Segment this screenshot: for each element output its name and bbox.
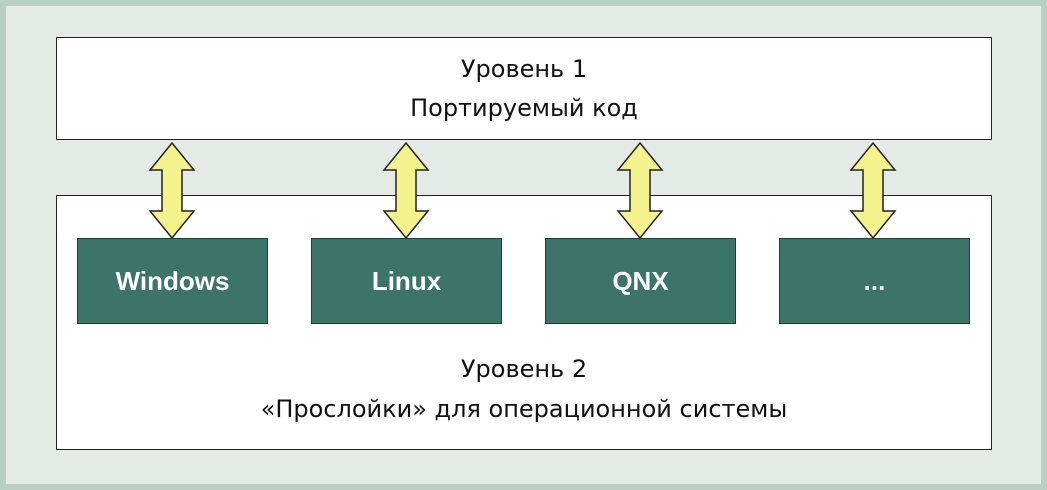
os-box-qnx: QNX [545, 238, 736, 324]
os-box-windows: Windows [77, 238, 268, 324]
double-arrow-icon-2 [382, 142, 430, 239]
level-2-title: Уровень 2 [460, 355, 588, 383]
level-2-box: Уровень 2 «Прослойки» для операционной с… [56, 195, 992, 450]
double-arrow-icon-4 [849, 142, 897, 239]
double-arrow-icon-3 [616, 142, 664, 239]
level-1-subtitle: Портируемый код [410, 94, 638, 122]
level-1-box: Уровень 1 Портируемый код [56, 37, 992, 140]
os-box-linux: Linux [311, 238, 502, 324]
double-arrow-icon-1 [148, 142, 196, 239]
level-1-title: Уровень 1 [460, 55, 588, 83]
level-2-subtitle: «Прослойки» для операционной системы [260, 395, 788, 423]
os-box-ellipsis: ... [779, 238, 970, 324]
